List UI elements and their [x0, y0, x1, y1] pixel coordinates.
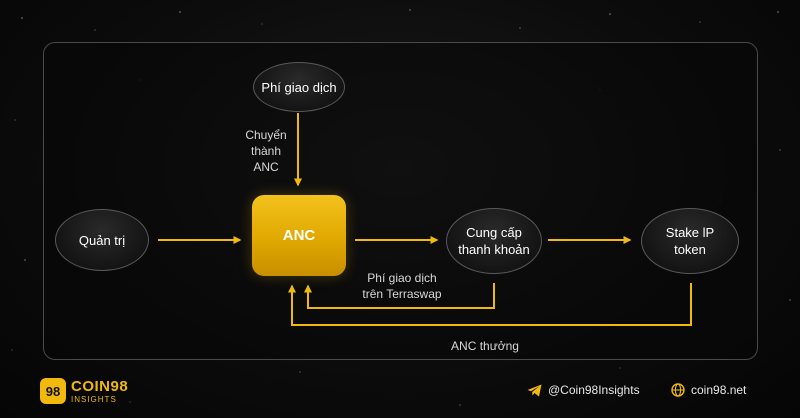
edge-label-convert: Chuyển thành ANC: [245, 128, 287, 174]
edge-stake-to-anc-reward: [288, 283, 692, 326]
node-governance-label: Quản trị: [78, 232, 126, 248]
website-link[interactable]: coin98.net: [671, 383, 746, 397]
node-fee: Phí giao dịch: [253, 62, 345, 112]
telegram-handle[interactable]: @Coin98Insights: [527, 383, 640, 397]
telegram-icon: [527, 384, 542, 396]
node-fee-label: Phí giao dịch: [261, 79, 337, 95]
logo-main-text: COIN98: [71, 377, 129, 395]
node-stake-label: Stake lP token: [665, 225, 715, 257]
logo-sub-text: INSIGHTS: [71, 394, 117, 404]
logo-badge-icon: 98: [40, 378, 66, 404]
coin98-logo: 98 COIN98 INSIGHTS: [40, 378, 128, 404]
edge-label-anc-reward: ANC thưởng: [451, 339, 519, 353]
website-text: coin98.net: [691, 383, 747, 397]
node-anc: ANC: [252, 195, 346, 276]
node-governance: Quản trị: [55, 209, 149, 271]
telegram-handle-text: @Coin98Insights: [548, 383, 640, 397]
edge-label-terraswap-fee: Phí giao dịch trên Terraswap: [362, 271, 442, 301]
node-liquidity-label: Cung cấp thanh khoản: [458, 225, 530, 257]
node-stake: Stake lP token: [641, 208, 739, 274]
node-liquidity: Cung cấp thanh khoản: [446, 208, 542, 274]
edge-liquidity-to-anc-fee: [304, 283, 495, 309]
globe-icon: [671, 383, 685, 397]
node-anc-label: ANC: [282, 227, 316, 244]
